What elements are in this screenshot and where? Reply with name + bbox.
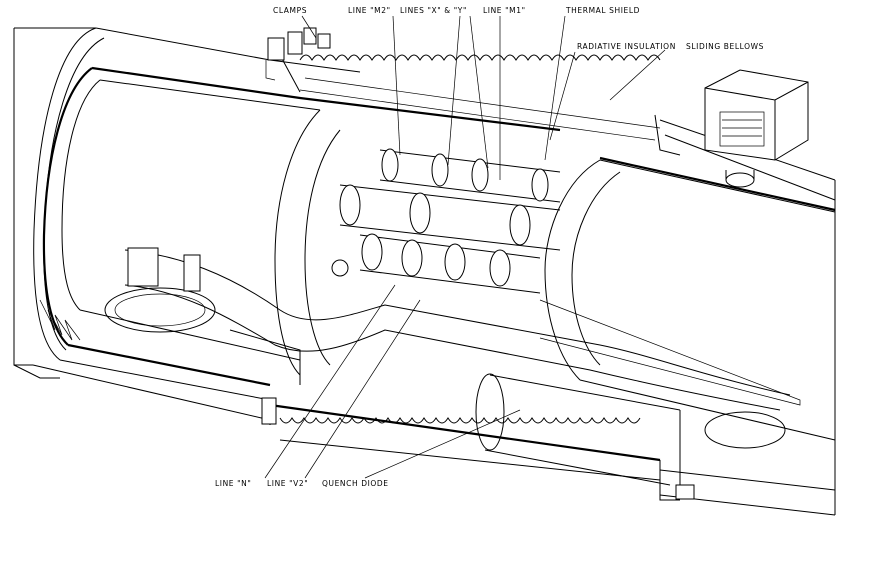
sliding-bellows-top (279, 54, 681, 156)
end-insulation (39, 299, 81, 341)
label-lines-x-y: LINES "X" & "Y" (400, 6, 467, 15)
label-sliding-bellows: SLIDING BELLOWS (686, 42, 764, 51)
thermal-shield (42, 66, 836, 462)
left-cold-mass (61, 79, 341, 376)
label-clamps: CLAMPS (273, 6, 307, 15)
right-support (704, 411, 786, 449)
label-quench-diode: QUENCH DIODE (322, 479, 389, 488)
label-line-n: LINE "N" (215, 479, 251, 488)
label-radiative-insulation: RADIATIVE INSULATION (577, 42, 676, 51)
left-support (104, 287, 301, 385)
label-line-m1: LINE "M1" (483, 6, 526, 15)
right-cold-mass (544, 159, 836, 441)
sliding-bellows-bottom (261, 397, 695, 501)
label-line-v2: LINE "V2" (267, 479, 308, 488)
label-thermal-shield: THERMAL SHIELD (565, 6, 640, 15)
clamps (265, 27, 331, 81)
line-n-pipe (124, 247, 801, 411)
label-line-m2: LINE "M2" (348, 6, 391, 15)
quench-diode (475, 373, 681, 486)
bus-lines (331, 148, 561, 294)
leader-lines (264, 15, 666, 479)
instrumentation-box (704, 69, 809, 188)
labels: CLAMPS LINE "M2" LINES "X" & "Y" LINE "M… (215, 6, 764, 488)
